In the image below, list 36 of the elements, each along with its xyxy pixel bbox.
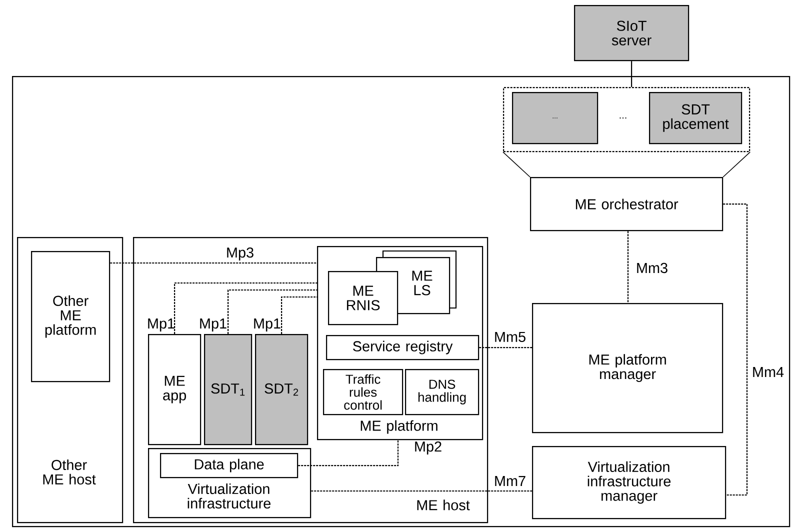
twin-box: SDT$_{2}$ [255, 334, 308, 446]
connector [723, 204, 748, 496]
orchestrator-box: ME orchestrator [530, 177, 724, 232]
app-box: ME app [148, 334, 202, 446]
service-box: ME RNIS [328, 271, 398, 326]
zoom-line [722, 152, 750, 178]
edge-label: Mp2 [415, 441, 442, 455]
edge-label: Mp3 [227, 247, 254, 261]
server-box: SIoT server [574, 5, 690, 62]
connector [311, 490, 532, 492]
edge-label: Mp1 [200, 318, 226, 332]
data-plane-box: Data plane [160, 453, 298, 478]
connector [174, 282, 317, 334]
connector [298, 440, 399, 466]
twin-box: SDT$_{1}$ [204, 334, 252, 446]
platform-box: Other ME platform [31, 251, 110, 382]
edge-label: Mm5 [495, 332, 526, 342]
connector [479, 347, 532, 348]
edge-label: Mm4 [753, 367, 784, 377]
connector [631, 61, 632, 87]
edge-label: Mm7 [495, 476, 526, 486]
manager-box: Virtualization infrastructure manager [532, 446, 726, 520]
edge-label: Mp1 [148, 318, 174, 332]
service-box: Traffic rules control [323, 369, 404, 416]
ellipsis: ... [620, 117, 626, 119]
connector [110, 262, 317, 264]
edge-label: Mp1 [254, 318, 280, 332]
zoom-line [502, 152, 530, 178]
connector [627, 231, 629, 303]
edge-label: Mm3 [637, 262, 668, 274]
placement-box: SDT placement [649, 92, 742, 144]
manager-box: ME platform manager [532, 303, 724, 434]
service-box: DNS handling [405, 369, 480, 416]
connector [281, 296, 317, 334]
connector [228, 289, 317, 334]
registry-box: Service registry [326, 335, 480, 360]
